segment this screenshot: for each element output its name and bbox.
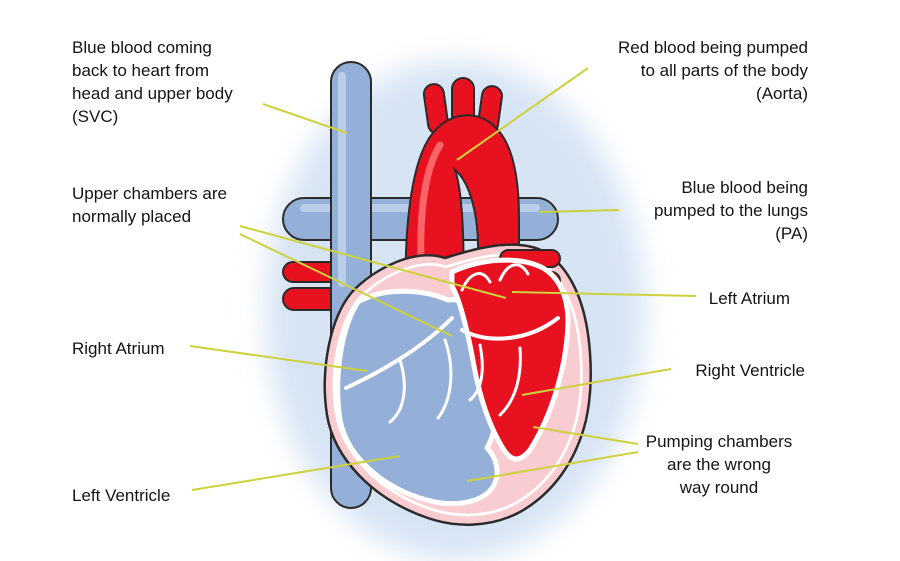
- label-left-ventricle: Left Ventricle: [72, 484, 170, 507]
- label-line: normally placed: [72, 207, 192, 226]
- label-line: Pumping chambers: [645, 432, 793, 451]
- leader-upper-chambers-1: [239, 225, 507, 299]
- label-upper-chambers: Upper chambers are normally placed: [72, 182, 227, 228]
- label-line: Red blood being pumped: [618, 38, 808, 57]
- label-pumping-chambers: Pumping chambers are the wrong way round: [633, 430, 805, 499]
- leader-right-ventricle: [521, 368, 672, 396]
- label-line: way round: [679, 478, 759, 497]
- label-line: Blue blood being: [681, 178, 808, 197]
- label-line: (Aorta): [756, 84, 808, 103]
- valve-flap-icon: [388, 358, 406, 424]
- label-line: pumped to the lungs: [653, 201, 808, 220]
- label-line: back to heart from: [72, 61, 210, 80]
- atrium-ventricle-divide-icon: [460, 316, 560, 341]
- valve-flap-icon: [436, 338, 453, 420]
- label-line: Left Atrium: [708, 289, 790, 308]
- valve-flap-icon: [468, 343, 484, 402]
- label-line: (SVC): [72, 107, 119, 126]
- vein-entry-icon: [498, 263, 530, 282]
- leader-right-atrium: [189, 345, 368, 372]
- leader-svc: [262, 103, 348, 134]
- superior-vena-cava-highlight-icon: [338, 72, 346, 287]
- valve-flap-icon: [498, 346, 522, 417]
- label-line: Blue blood coming: [72, 38, 212, 57]
- label-aorta: Red blood being pumped to all parts of t…: [618, 36, 808, 105]
- label-line: Upper chambers are: [72, 184, 227, 203]
- label-line: Right Atrium: [72, 339, 165, 358]
- leader-aorta: [456, 67, 589, 161]
- label-line: to all parts of the body: [640, 61, 808, 80]
- leader-upper-chambers-2: [239, 233, 453, 337]
- label-line: (PA): [775, 224, 808, 243]
- label-left-atrium: Left Atrium: [709, 287, 790, 310]
- leader-pa: [539, 209, 620, 213]
- label-pa: Blue blood being pumped to the lungs (PA…: [654, 176, 808, 245]
- leader-left-atrium: [511, 291, 697, 297]
- label-line: Left Ventricle: [72, 486, 171, 505]
- label-right-atrium: Right Atrium: [72, 337, 165, 360]
- label-line: head and upper body: [72, 84, 233, 103]
- label-line: are the wrong: [667, 455, 771, 474]
- leader-pumping-2: [466, 451, 639, 482]
- label-right-ventricle: Right Ventricle: [695, 359, 805, 382]
- leader-pumping-1: [532, 426, 639, 445]
- red-chambers-icon: [449, 257, 571, 462]
- label-svc: Blue blood coming back to heart from hea…: [72, 36, 233, 128]
- leader-lines: [189, 67, 697, 491]
- label-line: Right Ventricle: [695, 361, 805, 380]
- leader-left-ventricle: [191, 455, 401, 491]
